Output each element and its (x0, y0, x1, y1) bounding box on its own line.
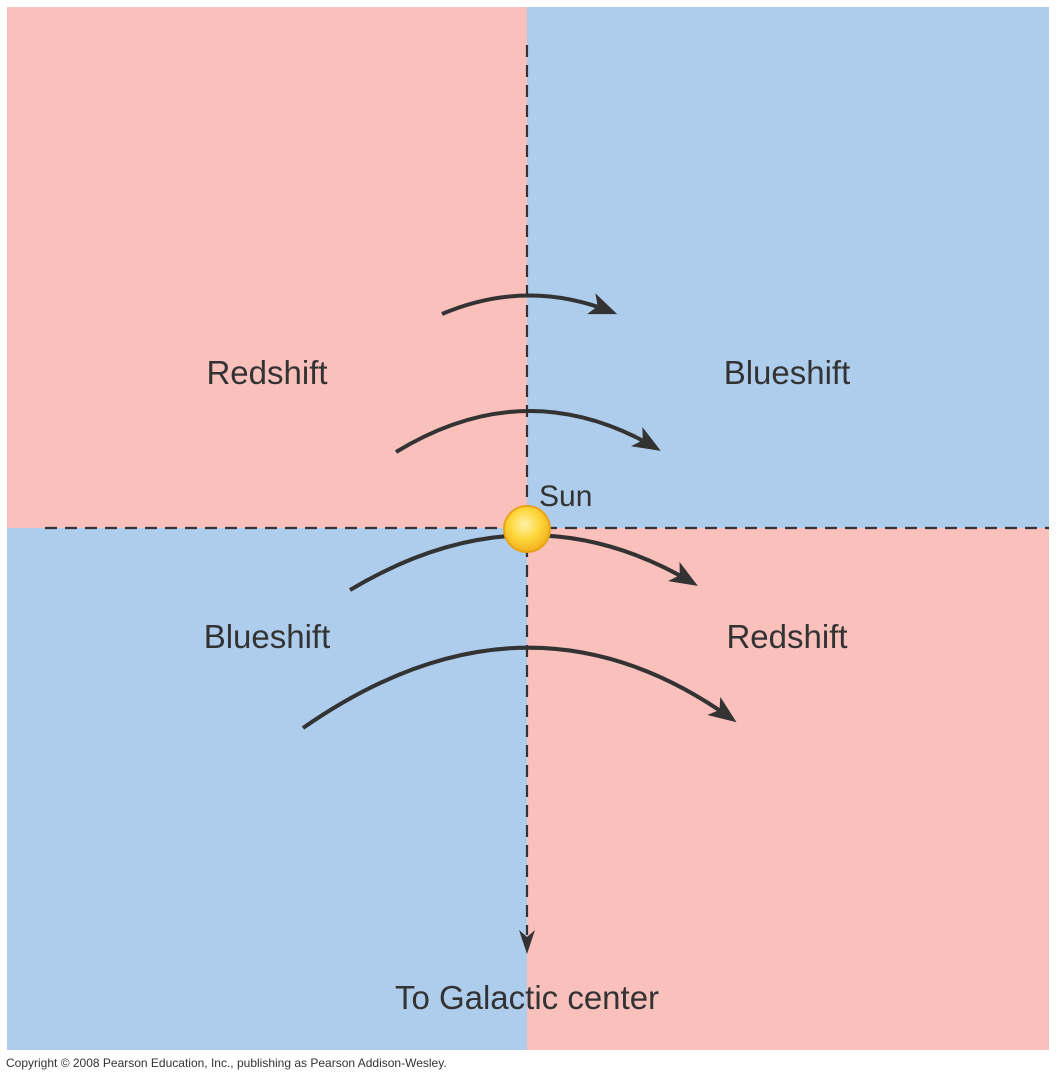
sun-label: Sun (539, 480, 592, 513)
quadrant-bottom-right-redshift (527, 528, 1049, 1050)
quadrant-bottom-left-blueshift (7, 528, 527, 1050)
label-bottom-right: Redshift (726, 618, 847, 655)
sun-icon (503, 505, 551, 553)
galactic-center-arrowhead-icon (519, 930, 535, 954)
quadrant-top-left-redshift (7, 7, 527, 528)
label-top-left: Redshift (206, 354, 327, 391)
label-bottom-left: Blueshift (204, 618, 331, 655)
galactic-center-label: To Galactic center (395, 979, 659, 1016)
orbit-arrow-1-icon (441, 293, 618, 316)
copyright-notice: Copyright © 2008 Pearson Education, Inc.… (6, 1056, 447, 1070)
orbit-arrow-4-icon (301, 645, 737, 730)
quadrant-top-right-blueshift (527, 7, 1049, 528)
label-top-right: Blueshift (724, 354, 851, 391)
orbit-arrow-2-icon (394, 409, 661, 454)
